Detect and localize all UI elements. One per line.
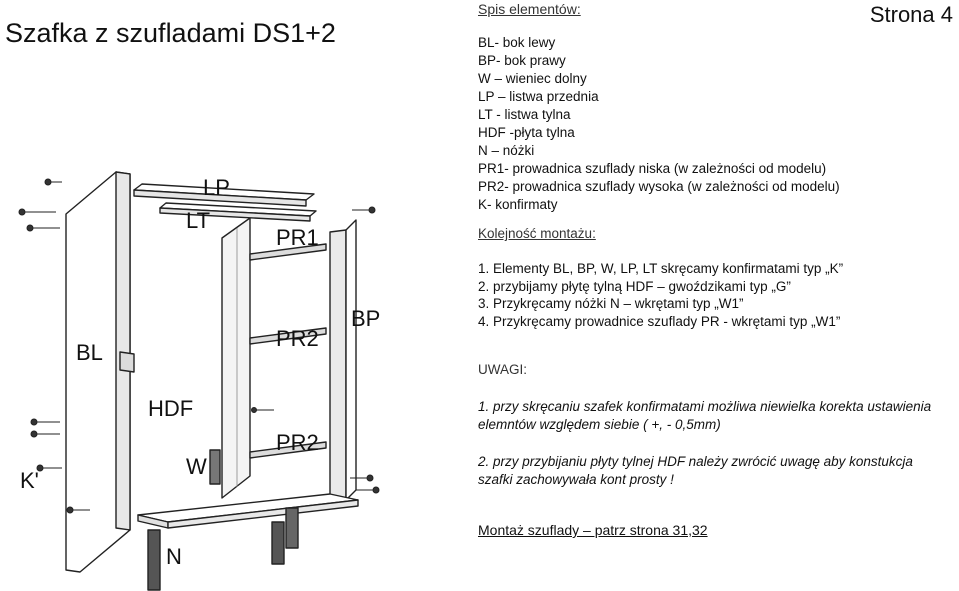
- cabinet-exploded-diagram: [18, 171, 380, 591]
- assembly-order-header: Kolejność montażu:: [478, 226, 596, 241]
- document-title: Szafka z szufladami DS1+2: [5, 18, 336, 48]
- drawer-assembly-reference: Montaż szuflady – patrz strona 31,32: [478, 522, 708, 538]
- label-pr1: PR1: [276, 225, 319, 250]
- list-item: K- konfirmaty: [478, 197, 558, 212]
- page-number: Strona 4: [869, 2, 953, 27]
- label-bl: BL: [76, 340, 103, 365]
- runner-pr2-lower: [249, 441, 327, 459]
- list-item: PR2- prowadnica szuflady wysoka (w zależ…: [478, 179, 840, 194]
- legs: [147, 449, 299, 591]
- label-lp: LP: [203, 175, 230, 200]
- list-item: W – wieniec dolny: [478, 71, 587, 86]
- assembly-step: 1. Elementy BL, BP, W, LP, LT skręcamy k…: [478, 261, 844, 276]
- list-item: HDF -płyta tylna: [478, 125, 575, 140]
- label-pr2-upper: PR2: [276, 326, 319, 351]
- list-item: PR1- prowadnica szuflady niska (w zależn…: [478, 161, 827, 176]
- assembly-step: 4. Przykręcamy prowadnice szuflady PR - …: [478, 313, 841, 329]
- list-item: LT - listwa tylna: [478, 107, 571, 122]
- assembly-step: 3. Przykręcamy nóżki N – wkrętami typ „W…: [478, 296, 744, 311]
- right-side-panel: [329, 229, 347, 503]
- hdf-back-panel: [221, 217, 251, 499]
- note-item: 1. przy skręcaniu szafek konfirmatami mo…: [478, 399, 932, 432]
- label-lt: LT: [186, 208, 211, 233]
- label-w: W: [186, 454, 207, 479]
- runner-pr1: [249, 243, 327, 261]
- label-pr2-lower: PR2: [276, 430, 319, 455]
- label-bp: BP: [351, 306, 381, 331]
- list-item: N – nóżki: [478, 143, 535, 158]
- list-item: LP – listwa przednia: [478, 89, 599, 104]
- note-item: 2. przy przybijaniu płyty tylnej HDF nal…: [478, 454, 913, 487]
- runner-pr2-upper: [249, 327, 327, 345]
- label-n: N: [166, 544, 182, 569]
- elements-list-header: Spis elementów:: [478, 1, 581, 17]
- assembly-steps: 1. Elementy BL, BP, W, LP, LT skręcamy k…: [478, 260, 843, 330]
- label-hdf: HDF: [148, 396, 194, 421]
- list-item: BP- bok prawy: [478, 53, 566, 68]
- notes-header: UWAGI:: [478, 362, 527, 377]
- left-runner: [119, 351, 135, 373]
- elements-list: BL- bok lewy BP- bok prawy W – wieniec d…: [478, 34, 840, 214]
- label-k: K': [20, 468, 39, 493]
- confirmat-screws: [18, 178, 380, 514]
- assembly-step: 2. przybijamy płytę tylną HDF – gwoździk…: [478, 278, 791, 294]
- list-item: BL- bok lewy: [478, 35, 556, 50]
